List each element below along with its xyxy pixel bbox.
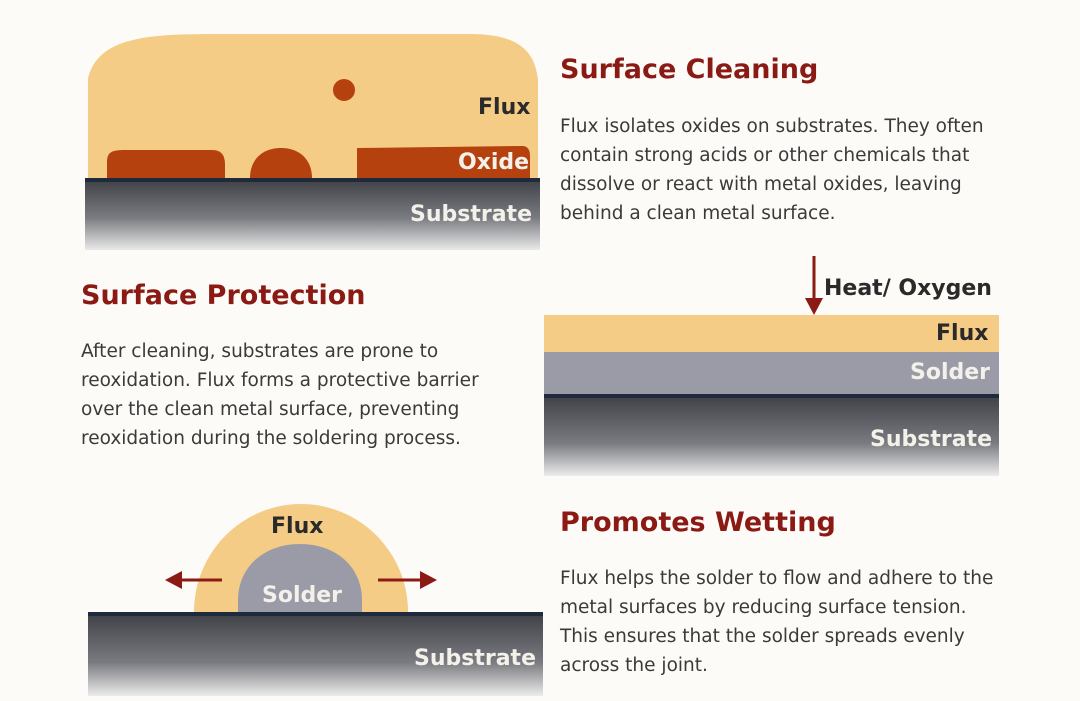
- substrate-block: [85, 178, 540, 250]
- promotes-wetting-body: Flux helps the solder to flow and adhere…: [560, 568, 994, 676]
- surface-protection-body: After cleaning, substrates are prone to …: [81, 341, 479, 449]
- substrate-edge: [88, 612, 543, 616]
- substrate-block: [88, 612, 543, 696]
- cleaning-oxide-label: Oxide: [458, 150, 530, 175]
- cleaning-diagram: [85, 33, 540, 250]
- wetting-solder-label: Solder: [262, 583, 343, 608]
- protection-flux-label: Flux: [936, 321, 989, 346]
- protection-solder-label: Solder: [910, 360, 991, 385]
- promotes-wetting-heading: Promotes Wetting: [560, 507, 836, 538]
- surface-cleaning-body: Flux isolates oxides on substrates. They…: [560, 116, 984, 224]
- protection-substrate-label: Substrate: [870, 427, 992, 452]
- solder-dome: [238, 544, 362, 612]
- substrate-block: [544, 394, 999, 476]
- wetting-flux-label: Flux: [271, 514, 324, 539]
- cleaning-substrate-label: Substrate: [410, 202, 532, 227]
- wetting-substrate-label: Substrate: [414, 646, 536, 671]
- surface-cleaning-heading: Surface Cleaning: [560, 54, 819, 85]
- oxide-block-left: [107, 150, 225, 178]
- flux-layer: [88, 33, 538, 179]
- solder-layer: [544, 352, 999, 394]
- oxide-particle: [333, 79, 355, 101]
- arrow-down-icon: [805, 256, 823, 315]
- oxide-block-right: [357, 146, 530, 178]
- surface-protection-heading: Surface Protection: [81, 280, 366, 311]
- flux-layer: [544, 315, 999, 352]
- cleaning-flux-label: Flux: [478, 95, 531, 120]
- protection-diagram: [544, 256, 999, 476]
- wetting-diagram: [88, 504, 543, 696]
- arrow-left-icon: [165, 571, 222, 589]
- substrate-edge: [544, 394, 999, 398]
- arrow-right-icon: [378, 571, 437, 589]
- oxide-bump: [250, 148, 312, 178]
- substrate-edge: [85, 178, 540, 182]
- heat-oxygen-label: Heat/ Oxygen: [824, 276, 992, 301]
